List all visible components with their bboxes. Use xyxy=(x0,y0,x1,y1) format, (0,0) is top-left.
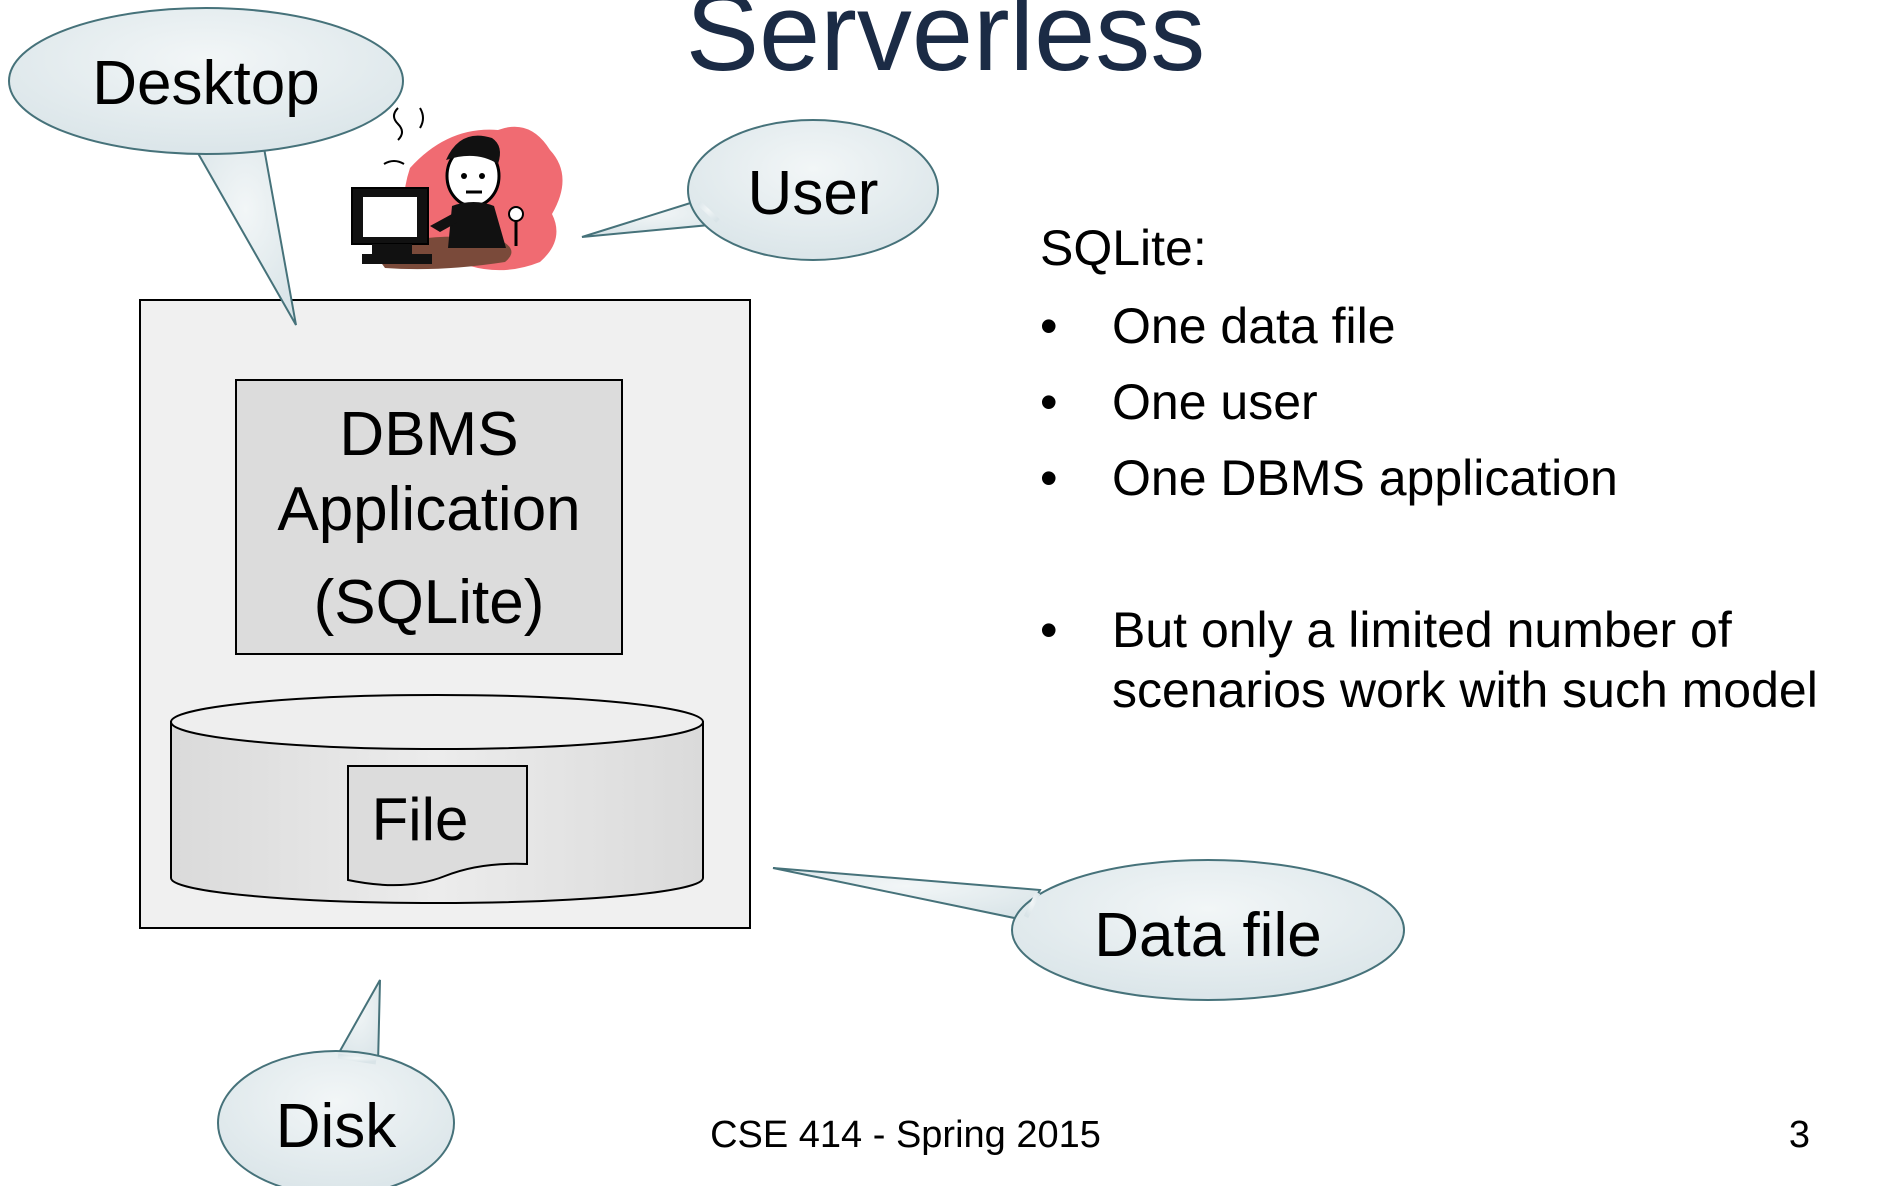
bullet-list: • One data file • One user • One DBMS ap… xyxy=(1040,296,1875,720)
bullet-text: One DBMS application xyxy=(1112,450,1618,506)
bullet-item: • But only a limited number of scenarios… xyxy=(1040,600,1875,720)
user-clipart-icon xyxy=(351,107,563,271)
bullet-text: But only a limited number of scenarios w… xyxy=(1112,602,1818,718)
dbms-application-box xyxy=(235,379,623,655)
callout-user-label: User xyxy=(748,159,879,228)
sqlite-bullets: SQLite: • One data file • One user • One… xyxy=(1040,218,1875,736)
callout-disk xyxy=(217,979,455,1186)
callout-desktop-label: Desktop xyxy=(92,49,319,118)
bullet-text: One user xyxy=(1112,374,1318,430)
bullet-marker: • xyxy=(1040,450,1058,506)
callout-desktop xyxy=(8,7,404,326)
page-number: 3 xyxy=(1788,1114,1810,1156)
dbms-label-line3: (SQLite) xyxy=(314,568,545,637)
file-document xyxy=(347,765,528,887)
callout-data-file-label: Data file xyxy=(1094,901,1321,970)
callout-disk-label: Disk xyxy=(276,1092,398,1161)
bullets-heading: SQLite: xyxy=(1040,220,1207,276)
bullet-marker: • xyxy=(1040,374,1058,430)
bullet-text: One data file xyxy=(1112,298,1396,354)
dbms-label-line1: DBMS xyxy=(339,400,518,469)
callout-data-file xyxy=(772,859,1405,1001)
bullet-item: • One data file xyxy=(1040,296,1875,356)
bullet-item: • One DBMS application xyxy=(1040,448,1875,508)
dbms-label-line2: Application xyxy=(277,475,580,544)
slide-footer: CSE 414 - Spring 2015 xyxy=(710,1114,1101,1156)
slide-title: Serverless xyxy=(685,0,1206,94)
bullet-marker: • xyxy=(1040,298,1058,354)
bullet-marker: • xyxy=(1040,602,1058,658)
file-label: File xyxy=(372,786,469,853)
bullet-item: • One user xyxy=(1040,372,1875,432)
callout-user xyxy=(581,119,939,261)
